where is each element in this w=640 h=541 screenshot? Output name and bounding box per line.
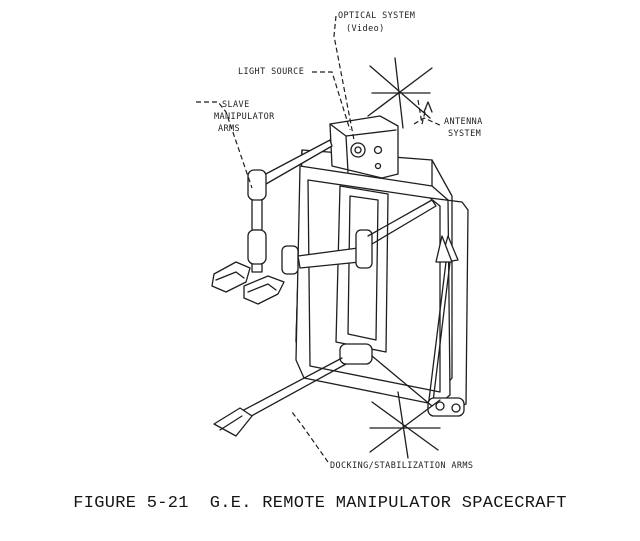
figure-number: FIGURE 5-21 (73, 494, 189, 513)
slave-arm-upper (211, 139, 333, 293)
label-slave-line1: SLAVE (222, 100, 250, 110)
spacecraft-front-panel (295, 165, 469, 411)
label-optical-system-line2: (Video) (346, 24, 385, 34)
label-slave-line3: ARMS (218, 124, 240, 134)
antenna-bottom (369, 391, 441, 459)
label-light-source: LIGHT SOURCE (238, 67, 304, 77)
label-slave-line2: MANIPULATOR (214, 112, 275, 122)
label-optical-system-line1: OPTICAL SYSTEM (338, 11, 415, 21)
figure-caption: FIGURE 5-21 G.E. REMOTE MANIPULATOR SPAC… (0, 494, 640, 513)
label-antenna-line1: ANTENNA (444, 117, 483, 127)
figure-title: G.E. REMOTE MANIPULATOR SPACECRAFT (209, 494, 567, 513)
docking-arm-left (213, 343, 433, 437)
label-optical-system: OPTICAL SYSTEM (Video) (338, 11, 415, 34)
label-docking-arms: DOCKING/STABILIZATION ARMS (330, 461, 473, 471)
leader-lines (196, 15, 443, 463)
label-antenna-line2: SYSTEM (448, 129, 481, 139)
label-slave-manipulator: SLAVE MANIPULATOR ARMS (214, 100, 275, 134)
label-antenna: ANTENNA SYSTEM (444, 117, 483, 139)
slave-arm-lower (243, 199, 437, 305)
optical-system-head (329, 115, 399, 179)
